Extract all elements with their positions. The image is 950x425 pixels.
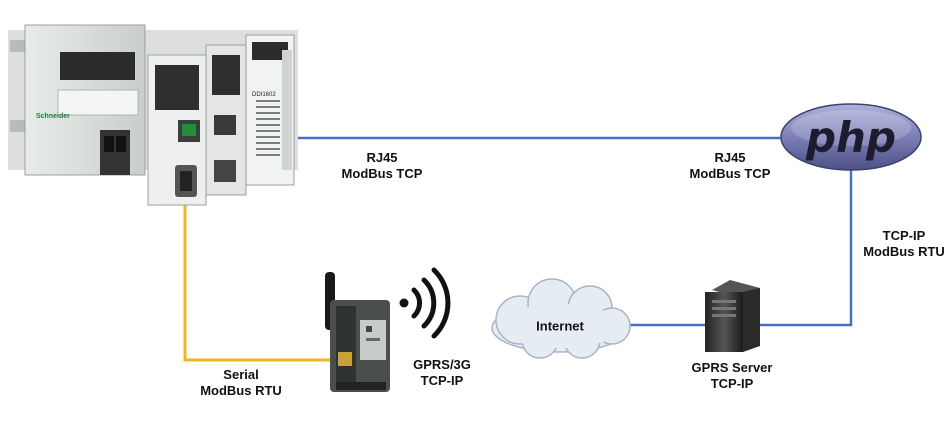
tcpip-line1: TCP-IP — [882, 228, 926, 243]
rj45-right-line2: ModBus TCP — [689, 166, 771, 181]
rj45-modbus-tcp-label-right: RJ45 ModBus TCP — [690, 150, 771, 182]
gprs-3g-label: GPRS/3G TCP-IP — [413, 357, 471, 389]
internet-label: Internet — [536, 318, 584, 334]
gprs-line1: GPRS/3G — [413, 357, 471, 372]
gprs-server-icon — [705, 280, 760, 352]
tcpip-modbus-rtu-label: TCP-IP ModBus RTU — [863, 228, 945, 260]
schneider-plc-icon — [8, 24, 298, 206]
tcpip-line2: ModBus RTU — [863, 244, 945, 259]
cloud-fill — [498, 304, 622, 348]
serial-line2: ModBus RTU — [200, 383, 282, 398]
plc-brand-label: Schneider — [36, 113, 70, 120]
rj45-right-line1: RJ45 — [714, 150, 746, 165]
plc-module-code: DDI1602 — [252, 92, 276, 98]
rj45-left-line1: RJ45 — [366, 150, 398, 165]
tcpip-link-php-server — [758, 168, 853, 327]
gprs-server-line2: TCP-IP — [710, 376, 754, 391]
rj45-modbus-tcp-label-left: RJ45 ModBus TCP — [342, 150, 423, 182]
php-logo-icon — [780, 103, 922, 171]
gprs-server-label: GPRS Server TCP-IP — [692, 360, 773, 392]
gprs-line2: TCP-IP — [420, 373, 464, 388]
rj45-left-line2: ModBus TCP — [341, 166, 423, 181]
php-logo-text: php — [805, 113, 896, 162]
gprs-server-line1: GPRS Server — [691, 360, 773, 375]
serial-link-plc-modem — [183, 205, 340, 362]
gprs-modem-icon — [325, 272, 390, 392]
serial-modbus-rtu-label: Serial ModBus RTU — [200, 367, 282, 399]
wireless-signal-icon — [399, 267, 451, 339]
serial-line1: Serial — [223, 367, 259, 382]
